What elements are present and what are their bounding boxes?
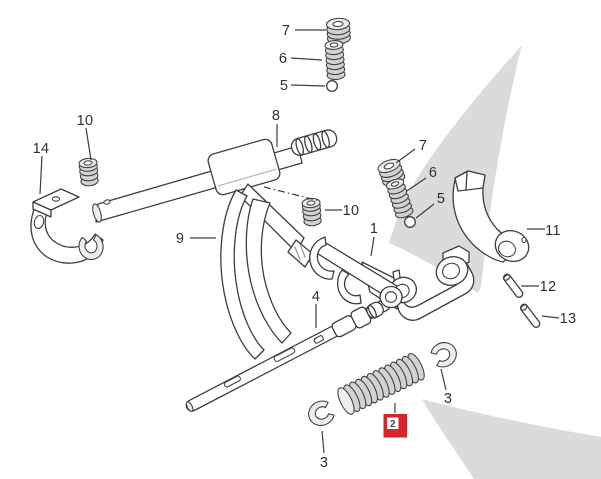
part-10-plug-left bbox=[78, 157, 100, 188]
callout-leader-lines bbox=[39, 29, 560, 454]
part-13-pin bbox=[518, 302, 542, 330]
callout-part-12[interactable]: 12 bbox=[540, 279, 557, 295]
callout-part-8[interactable]: 8 bbox=[272, 108, 280, 124]
part-14-bracket bbox=[30, 188, 106, 264]
part-6-spring-top bbox=[324, 39, 346, 81]
callout-part-3-left[interactable]: 3 bbox=[320, 455, 328, 471]
part-12-pin bbox=[501, 272, 525, 300]
callout-part-3-right[interactable]: 3 bbox=[444, 391, 452, 407]
callout-part-14[interactable]: 14 bbox=[33, 141, 50, 157]
callout-part-1[interactable]: 1 bbox=[370, 221, 378, 237]
callout-part-7-right[interactable]: 7 bbox=[419, 138, 427, 154]
reference-dash-dot-line bbox=[263, 186, 321, 202]
callout-part-9[interactable]: 9 bbox=[176, 231, 184, 247]
callout-part-5-top[interactable]: 5 bbox=[280, 78, 288, 94]
part-3-snap-ring-left bbox=[304, 397, 337, 431]
watermark-swoosh-blade bbox=[389, 45, 522, 293]
part-9-fork bbox=[220, 183, 314, 360]
callout-part-11[interactable]: 11 bbox=[545, 223, 561, 239]
part-10-plug-right bbox=[301, 197, 323, 228]
selected-part-marker[interactable]: 2 bbox=[383, 414, 408, 438]
part-1-shift-arm bbox=[309, 236, 475, 321]
part-2-spring bbox=[337, 353, 425, 415]
callout-part-7-top[interactable]: 7 bbox=[282, 23, 290, 39]
part-8-collar bbox=[207, 138, 281, 196]
callout-part-10-left[interactable]: 10 bbox=[77, 113, 94, 129]
callout-part-6-right[interactable]: 6 bbox=[429, 165, 437, 181]
part-5-ball-top bbox=[326, 80, 338, 92]
callout-part-5-right[interactable]: 5 bbox=[437, 191, 445, 207]
callout-part-6-top[interactable]: 6 bbox=[279, 51, 287, 67]
part-4-rod bbox=[185, 299, 391, 412]
part-11-lever bbox=[452, 170, 530, 263]
watermark-swoosh-tail bbox=[422, 399, 601, 479]
part-3-snap-ring-right bbox=[428, 337, 461, 371]
callout-part-4[interactable]: 4 bbox=[312, 289, 320, 305]
callout-part-10-right[interactable]: 10 bbox=[343, 203, 360, 219]
callout-part-13[interactable]: 13 bbox=[560, 311, 577, 327]
selected-part-label-bg bbox=[387, 417, 399, 429]
selected-part-number: 2 bbox=[390, 419, 396, 430]
part-5-ball-right bbox=[404, 216, 416, 228]
